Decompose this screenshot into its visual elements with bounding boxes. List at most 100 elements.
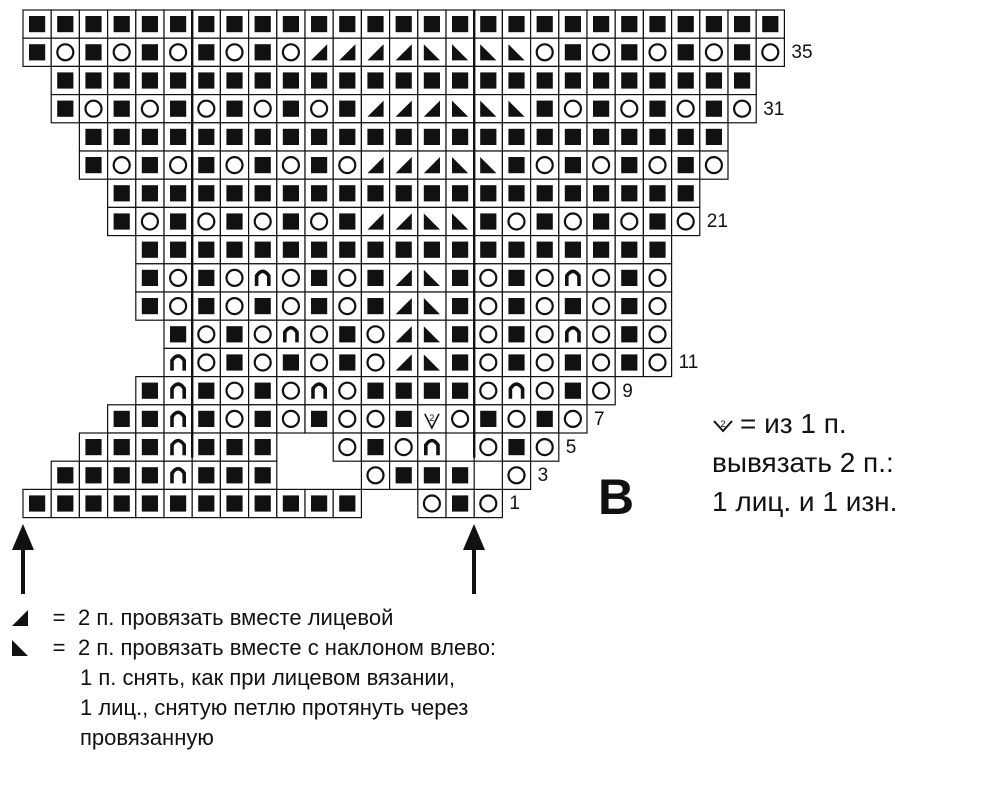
chart-cell-ssk-symbol bbox=[417, 206, 447, 237]
chart-cell-knit-square bbox=[614, 235, 645, 265]
chart-cell-knit-square bbox=[135, 460, 165, 491]
chart-cell-knit-square bbox=[135, 150, 165, 180]
chart-cell-yarn-over-circle bbox=[106, 150, 137, 180]
chart-cell-knit-square bbox=[219, 488, 250, 519]
chart-cell-knit-square bbox=[558, 150, 588, 180]
chart-cell-ssk-symbol bbox=[501, 37, 532, 68]
chart-cell-knit-square bbox=[106, 9, 137, 39]
chart-cell-knit-square bbox=[558, 347, 588, 378]
chart-cell-knit-square bbox=[304, 263, 334, 293]
chart-cell-knit-square bbox=[529, 235, 560, 265]
chart-cell-arch-symbol bbox=[163, 404, 193, 434]
chart-cell-knit-square bbox=[50, 460, 81, 491]
chart-cell-k2tog-symbol bbox=[389, 347, 419, 378]
chart-cell-yarn-over-circle bbox=[332, 291, 363, 321]
chart-cell-yarn-over-circle bbox=[473, 291, 504, 321]
chart-cell-knit-square bbox=[219, 65, 250, 96]
chart-cell-knit-square bbox=[360, 178, 391, 208]
chart-cell-knit-square bbox=[755, 9, 786, 39]
chart-cell-knit-square bbox=[670, 9, 701, 39]
chart-cell-k2tog-symbol bbox=[417, 150, 447, 180]
chart-cell-knit-square bbox=[501, 9, 532, 39]
k2tog-icon bbox=[10, 608, 40, 628]
chart-cell-yarn-over-circle bbox=[501, 460, 532, 491]
chart-cell-knit-square bbox=[501, 122, 532, 152]
chart-cell-knit-square bbox=[501, 235, 532, 265]
chart-cell-arch-symbol bbox=[248, 263, 278, 293]
chart-cell-yarn-over-circle bbox=[586, 37, 616, 68]
chart-cell-knit-square bbox=[529, 178, 560, 208]
chart-cell-knit-square bbox=[614, 263, 645, 293]
chart-cell-knit-square bbox=[699, 9, 729, 39]
chart-cell-knit-square bbox=[417, 65, 447, 96]
chart-cell-knit-square bbox=[106, 404, 137, 434]
chart-cell-knit-square bbox=[191, 263, 221, 293]
chart-cell-arch-symbol bbox=[558, 263, 588, 293]
chart-cell-knit-square bbox=[473, 235, 504, 265]
chart-cell-knit-square bbox=[50, 65, 81, 96]
chart-cell-ssk-symbol bbox=[445, 150, 475, 180]
chart-cell-knit-square bbox=[78, 65, 109, 96]
row-number: 35 bbox=[791, 42, 813, 64]
inc-v-icon: 2 bbox=[712, 404, 740, 443]
chart-cell-yarn-over-circle bbox=[332, 432, 363, 462]
chart-cell-knit-square bbox=[670, 178, 701, 208]
chart-cell-yarn-over-circle bbox=[219, 150, 250, 180]
chart-cell-knit-square bbox=[473, 206, 504, 237]
chart-cell-knit-square bbox=[135, 376, 165, 406]
chart-cell-knit-square bbox=[586, 235, 616, 265]
chart-cell-knit-square bbox=[445, 376, 475, 406]
chart-cell-knit-square bbox=[163, 206, 193, 237]
chart-cell-yarn-over-circle bbox=[276, 376, 306, 406]
chart-cell-yarn-over-circle bbox=[332, 404, 363, 434]
chart-cell-knit-square bbox=[332, 9, 363, 39]
chart-cell-knit-square bbox=[445, 347, 475, 378]
chart-cell-yarn-over-circle bbox=[614, 206, 645, 237]
chart-cell-knit-square bbox=[727, 37, 757, 68]
chart-cell-knit-square bbox=[332, 65, 363, 96]
svg-text:2: 2 bbox=[720, 419, 725, 429]
chart-cell-knit-square bbox=[670, 65, 701, 96]
chart-cell-yarn-over-circle bbox=[219, 376, 250, 406]
chart-cell-yarn-over-circle bbox=[586, 376, 616, 406]
svg-text:2: 2 bbox=[429, 413, 434, 423]
chart-cell-knit-square bbox=[219, 319, 250, 350]
chart-cell-knit-square bbox=[558, 9, 588, 39]
chart-cell-knit-square bbox=[332, 319, 363, 350]
chart-cell-arch-symbol bbox=[304, 376, 334, 406]
chart-cell-knit-square bbox=[360, 376, 391, 406]
chart-cell-knit-square bbox=[304, 150, 334, 180]
chart-cell-knit-square bbox=[135, 178, 165, 208]
chart-cell-knit-square bbox=[248, 9, 278, 39]
chart-cell-yarn-over-circle bbox=[332, 376, 363, 406]
chart-cell-k2tog-symbol bbox=[360, 206, 391, 237]
chart-cell-yarn-over-circle bbox=[417, 488, 447, 519]
chart-cell-knit-square bbox=[529, 122, 560, 152]
chart-cell-knit-square bbox=[135, 65, 165, 96]
chart-cell-yarn-over-circle bbox=[642, 263, 673, 293]
increase-legend-line-2: вывязать 2 п.: bbox=[712, 447, 894, 478]
chart-cell-yarn-over-circle bbox=[642, 291, 673, 321]
chart-cell-yarn-over-circle bbox=[191, 319, 221, 350]
chart-cell-knit-square bbox=[360, 291, 391, 321]
chart-cell-knit-square bbox=[219, 235, 250, 265]
chart-cell-knit-square bbox=[276, 347, 306, 378]
chart-cell-yarn-over-circle bbox=[473, 319, 504, 350]
chart-cell-knit-square bbox=[248, 37, 278, 68]
chart-cell-knit-square bbox=[191, 291, 221, 321]
chart-cell-knit-square bbox=[586, 65, 616, 96]
chart-cell-yarn-over-circle bbox=[191, 93, 221, 124]
chart-cell-knit-square bbox=[191, 122, 221, 152]
chart-cell-knit-square bbox=[163, 488, 193, 519]
chart-cell-knit-square bbox=[248, 122, 278, 152]
ssk-icon bbox=[10, 638, 40, 658]
chart-cell-knit-square bbox=[106, 460, 137, 491]
chart-cell-knit-square bbox=[106, 122, 137, 152]
chart-cell-yarn-over-circle bbox=[360, 347, 391, 378]
chart-cell-knit-square bbox=[276, 206, 306, 237]
chart-cell-knit-square bbox=[614, 37, 645, 68]
chart-cell-yarn-over-circle bbox=[135, 206, 165, 237]
chart-cell-knit-square bbox=[501, 319, 532, 350]
chart-cell-knit-square bbox=[360, 263, 391, 293]
chart-cell-knit-square bbox=[191, 65, 221, 96]
